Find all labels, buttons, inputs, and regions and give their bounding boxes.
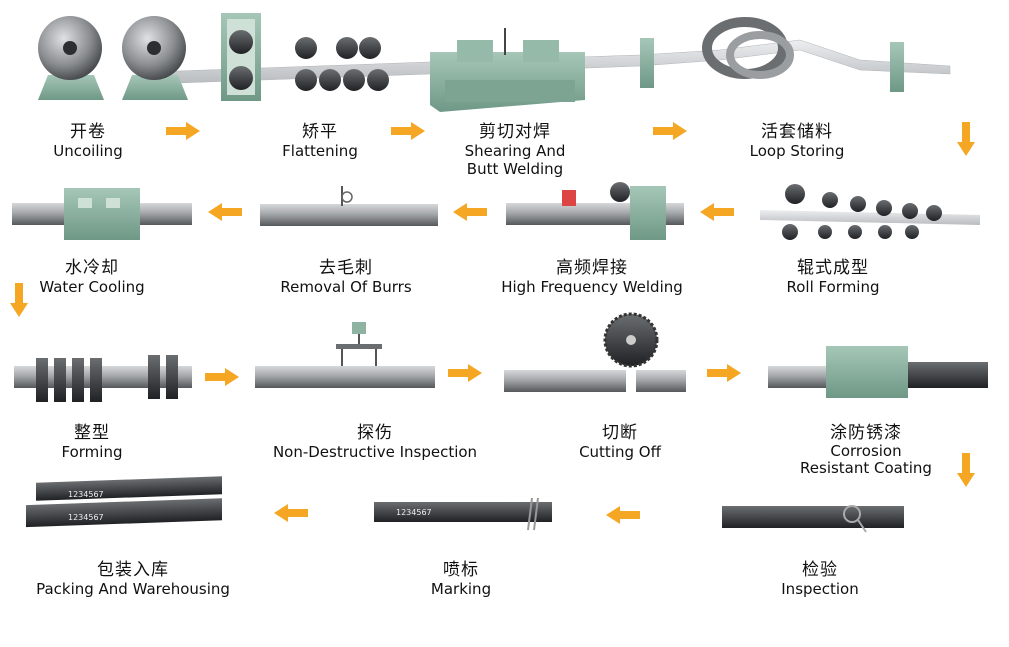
arrow-right-icon bbox=[707, 364, 741, 382]
packed-tubes bbox=[26, 476, 222, 528]
step-zh: 活套储料 bbox=[761, 122, 833, 142]
step-en: Removal Of Burrs bbox=[280, 278, 412, 296]
step-inspection: 检验 Inspection bbox=[781, 560, 858, 598]
burr-removal-machine bbox=[260, 186, 438, 226]
step-en: Marking bbox=[430, 580, 492, 598]
arrow-left-icon bbox=[453, 203, 487, 221]
step-en: Water Cooling bbox=[39, 278, 145, 296]
cutting-machine bbox=[504, 312, 686, 392]
marking-text-2: 1234567 bbox=[68, 513, 104, 522]
step-zh: 开卷 bbox=[69, 122, 106, 142]
arrow-down-icon bbox=[957, 453, 975, 487]
step-en: Loop Storing bbox=[749, 142, 845, 160]
marked-tube bbox=[374, 497, 552, 531]
step-en: Inspection bbox=[781, 580, 859, 598]
step-zh: 水冷却 bbox=[65, 258, 119, 278]
step-zh: 辊式成型 bbox=[796, 258, 869, 278]
step-en: High Frequency Welding bbox=[501, 278, 683, 296]
water-cooling-machine bbox=[12, 188, 192, 240]
step-uncoiling: 开卷 Uncoiling bbox=[53, 122, 122, 160]
step-zh: 检验 bbox=[801, 560, 838, 580]
flattening-machine bbox=[221, 13, 389, 101]
step-zh: 剪切对焊 bbox=[479, 122, 551, 142]
step-forming: 整型 Forming bbox=[62, 423, 123, 461]
step-zh: 去毛刺 bbox=[319, 258, 373, 278]
step-en: Uncoiling bbox=[53, 142, 123, 160]
step-roll-forming: 辊式成型 Roll Forming bbox=[786, 258, 879, 296]
step-zh: 喷标 bbox=[443, 560, 479, 580]
step-marking: 喷标 Marking bbox=[431, 560, 491, 598]
arrow-left-icon bbox=[208, 203, 242, 221]
arrow-down-icon bbox=[957, 122, 975, 156]
step-loop-storing: 活套储料 Loop Storing bbox=[750, 122, 845, 160]
step-flattening: 矫平 Flattening bbox=[282, 122, 358, 160]
step-zh: 切断 bbox=[601, 423, 638, 443]
uncoiler-machine bbox=[38, 16, 188, 100]
step-en: Cutting Off bbox=[579, 443, 661, 461]
step-shearing-welding: 剪切对焊 Shearing And Butt Welding bbox=[465, 122, 566, 178]
arrow-right-icon bbox=[448, 364, 482, 382]
arrow-down-icon bbox=[10, 283, 28, 317]
arrow-left-icon bbox=[606, 506, 640, 524]
step-zh: 矫平 bbox=[302, 122, 338, 142]
arrow-right-icon bbox=[166, 122, 200, 140]
step-en: Flattening bbox=[282, 142, 358, 160]
step-zh: 高频焊接 bbox=[555, 258, 628, 278]
step-burr-removal: 去毛刺 Removal Of Burrs bbox=[280, 258, 411, 296]
arrow-left-icon bbox=[700, 203, 734, 221]
step-en-2: Resistant Coating bbox=[800, 459, 932, 477]
inspected-tube bbox=[722, 505, 904, 533]
roll-forming-machine bbox=[760, 184, 980, 240]
marking-text-1: 1234567 bbox=[68, 490, 104, 499]
step-en-2: Butt Welding bbox=[466, 160, 564, 178]
step-packing: 包装入库 Packing And Warehousing bbox=[36, 560, 230, 598]
step-en: Non-Destructive Inspection bbox=[272, 443, 478, 461]
forming-machine bbox=[14, 355, 192, 402]
step-en: Corrosion bbox=[830, 442, 902, 460]
coating-machine bbox=[768, 346, 988, 398]
step-water-cooling: 水冷却 Water Cooling bbox=[39, 258, 144, 296]
step-zh: 整型 bbox=[73, 423, 110, 443]
nd-inspection-machine bbox=[255, 322, 435, 388]
arrow-left-icon bbox=[274, 504, 308, 522]
step-en: Packing And Warehousing bbox=[36, 580, 230, 598]
marking-text-3: 1234567 bbox=[396, 508, 432, 517]
step-nd-inspection: 探伤 Non-Destructive Inspection bbox=[273, 423, 477, 461]
step-en: Shearing And bbox=[464, 142, 566, 160]
step-en: Forming bbox=[61, 443, 123, 461]
step-coating: 涂防锈漆 Corrosion Resistant Coating bbox=[800, 423, 932, 477]
arrow-right-icon bbox=[391, 122, 425, 140]
step-zh: 探伤 bbox=[357, 423, 393, 443]
arrow-right-icon bbox=[205, 368, 239, 386]
loop-storing-unit bbox=[640, 17, 904, 92]
step-cutting-off: 切断 Cutting Off bbox=[579, 423, 661, 461]
step-en: Roll Forming bbox=[786, 278, 880, 296]
step-hf-welding: 高频焊接 High Frequency Welding bbox=[501, 258, 683, 296]
arrow-right-icon bbox=[653, 122, 687, 140]
step-zh: 涂防锈漆 bbox=[830, 423, 902, 443]
hf-welding-machine bbox=[506, 182, 684, 240]
step-zh: 包装入库 bbox=[96, 560, 169, 580]
shearing-welding-machine bbox=[430, 28, 585, 112]
